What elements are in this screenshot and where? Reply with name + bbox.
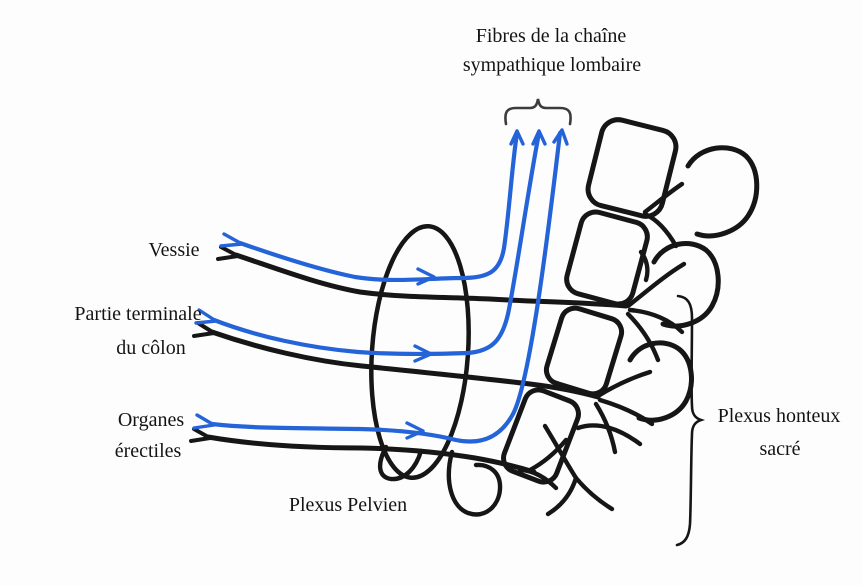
erectile-nerve-black-fork <box>189 427 212 443</box>
vertebra-4 <box>501 387 581 485</box>
tangle-loop <box>446 449 503 517</box>
colon-fiber-fork <box>194 308 218 325</box>
lumbar-chain-arrowheads <box>509 128 569 146</box>
bladder-fiber-arrowhead <box>416 267 436 286</box>
colon-fiber-arrowhead <box>413 344 433 363</box>
sacral-plexus-tangle <box>377 423 643 517</box>
junction-ray <box>642 211 679 249</box>
spinous-arc-2 <box>651 241 721 329</box>
junction-ray <box>642 181 685 215</box>
label-colon-line2: du côlon <box>116 337 185 359</box>
bladder-fiber-fork <box>219 232 244 248</box>
label-lumbar-chain-line2: sympathique lombaire <box>463 54 641 76</box>
junction-ray <box>625 311 661 363</box>
tangle-stroke <box>545 475 579 517</box>
plexus-junction-2 <box>625 261 687 363</box>
pelvic-plexus-ellipse <box>369 224 471 480</box>
junction-ray <box>597 397 655 427</box>
erectile-fiber-fork <box>192 413 216 430</box>
colon-fiber-blue <box>211 130 542 357</box>
bladder-nerve-black-fork <box>216 245 240 261</box>
tangle-stroke <box>527 437 569 473</box>
spinous-arc-1 <box>685 145 760 239</box>
up-arrowhead <box>509 129 525 146</box>
sacral-plexus-brace <box>675 294 706 547</box>
erectile-fiber-arrowhead <box>405 421 425 440</box>
erectile-fiber-blue <box>209 130 563 444</box>
junction-ray <box>595 369 653 399</box>
plexus-junction-1 <box>638 181 685 283</box>
label-pelvic-plexus: Plexus Pelvien <box>289 494 407 516</box>
label-layer: Fibres de la chaîne sympathique lombaire… <box>74 25 840 516</box>
label-sacral-plexus-line2: sacré <box>759 438 800 460</box>
vertebra-1 <box>585 117 679 219</box>
colon-nerve-black-line <box>209 329 601 400</box>
label-colon-line1: Partie terminale <box>74 303 201 325</box>
tangle-stroke <box>573 475 615 512</box>
label-lumbar-chain-line1: Fibres de la chaîne <box>476 25 627 47</box>
bladder-fiber-blue <box>237 130 520 283</box>
label-bladder: Vessie <box>148 239 199 261</box>
tangle-stroke <box>542 423 579 481</box>
vertebra-2 <box>564 209 650 307</box>
junction-ray <box>627 307 685 335</box>
up-arrowhead <box>531 129 547 146</box>
tangle-loop <box>377 444 424 482</box>
junction-ray <box>638 249 650 283</box>
black-nerve-layer <box>189 117 760 517</box>
spinous-arc-3 <box>627 340 694 423</box>
up-arrowhead <box>552 128 569 146</box>
blue-fiber-layer <box>192 128 569 444</box>
label-sacral-plexus-line1: Plexus honteux <box>718 405 841 427</box>
label-erectile-line1: Organes <box>118 409 184 431</box>
vertebra-3 <box>543 305 625 397</box>
colon-nerve-black-fork <box>192 321 216 338</box>
junction-ray <box>625 261 687 309</box>
bladder-nerve-black-line <box>233 252 629 309</box>
tangle-stroke <box>517 467 559 491</box>
label-erectile-line2: érectiles <box>115 440 182 462</box>
tangle-stroke <box>575 423 643 447</box>
lumbar-chain-overbrace <box>504 98 572 126</box>
erectile-nerve-black-line <box>205 434 537 475</box>
